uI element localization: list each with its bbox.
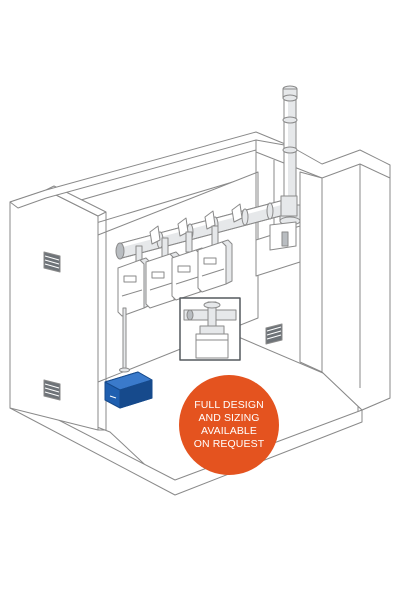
flue-connection-detail xyxy=(179,297,241,361)
right-wall xyxy=(255,139,391,411)
wall-air-vent-lower-left xyxy=(43,379,61,401)
wall-hung-boiler-4 xyxy=(197,225,233,293)
condensate-neutraliser-tank xyxy=(104,371,153,409)
wall-air-vent-right xyxy=(265,323,283,345)
condensate-drain-pipe xyxy=(119,307,130,373)
wall-air-vent-upper-left xyxy=(43,251,61,273)
badge-text: FULL DESIGN AND SIZING AVAILABLE ON REQU… xyxy=(193,399,265,450)
full-design-badge: FULL DESIGN AND SIZING AVAILABLE ON REQU… xyxy=(179,375,279,475)
